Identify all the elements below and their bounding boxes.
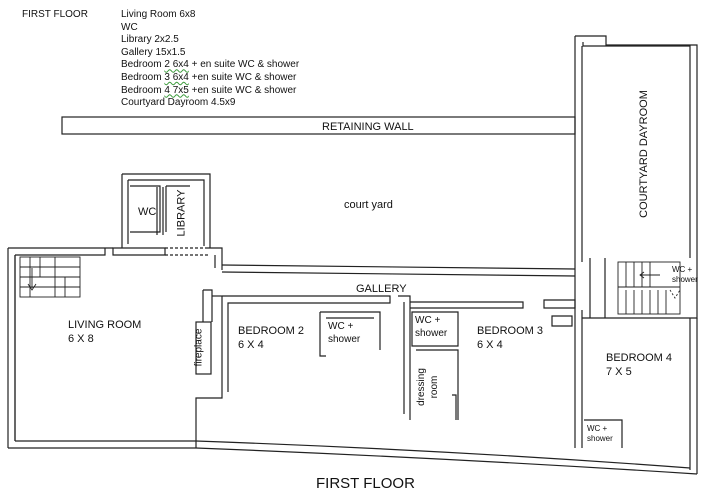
legend-item: WC	[121, 21, 138, 33]
legend-title: FIRST FLOOR	[22, 9, 88, 20]
wc-shower-label: WC +shower	[328, 321, 361, 345]
living-room-label: LIVING ROOM	[68, 319, 142, 331]
retaining-wall	[61, 116, 576, 135]
library-block	[122, 173, 211, 248]
legend-item: Living Room 6x8	[121, 9, 196, 20]
gallery-label: GALLERY	[356, 283, 407, 295]
footer-title: FIRST FLOOR	[316, 475, 415, 492]
living-room-walls	[7, 247, 113, 448]
bedroom3-label: BEDROOM 3	[477, 325, 544, 337]
legend-item: Gallery 15x1.5	[121, 46, 186, 58]
wc-shower-label: WC +shower	[415, 315, 448, 339]
courtyard-dayroom-label: COURTYARD DAYROOM	[637, 90, 650, 218]
gallery-wall	[221, 264, 576, 277]
legend-item: Bedroom 4 7x5 +en suite WC & shower	[121, 84, 297, 96]
library-label: LIBRARY	[175, 189, 188, 237]
bedroom3-size: 6 X 4	[477, 339, 503, 351]
living-room-size: 6 X 8	[68, 333, 94, 345]
south-wall-curve	[195, 447, 698, 475]
stair-dayroom	[617, 261, 681, 315]
legend-item: Bedroom 2 6x4 + en suite WC & shower	[121, 59, 300, 71]
bedroom2-size: 6 X 4	[238, 339, 264, 351]
legend-item: Library 2x2.5	[121, 34, 179, 46]
fireplace-label: fireplace	[193, 328, 205, 367]
legend-item: Bedroom 3 6x4 +en suite WC & shower	[121, 71, 297, 83]
dayroom-outer-wall	[575, 35, 698, 319]
bedroom2-walls	[222, 295, 391, 392]
bedroom2-label: BEDROOM 2	[238, 325, 305, 337]
bedroom4-walls	[582, 317, 698, 474]
bedroom4-label: BEDROOM 4	[606, 352, 673, 364]
legend-list: Living Room 6x8 WC Library 2x2.5 Gallery…	[121, 9, 299, 110]
retaining-wall-label: RETAINING WALL	[322, 121, 414, 133]
wc-shower-label: WC +shower	[587, 424, 613, 443]
bedroom4-size: 7 X 5	[606, 366, 632, 378]
wc-shower-label: WC +shower	[672, 265, 698, 284]
court-yard-label: court yard	[344, 199, 393, 211]
wc-label: WC	[138, 206, 157, 218]
legend-item: Courtyard Dayroom 4.5x9	[121, 97, 236, 109]
stair-living	[19, 256, 81, 298]
